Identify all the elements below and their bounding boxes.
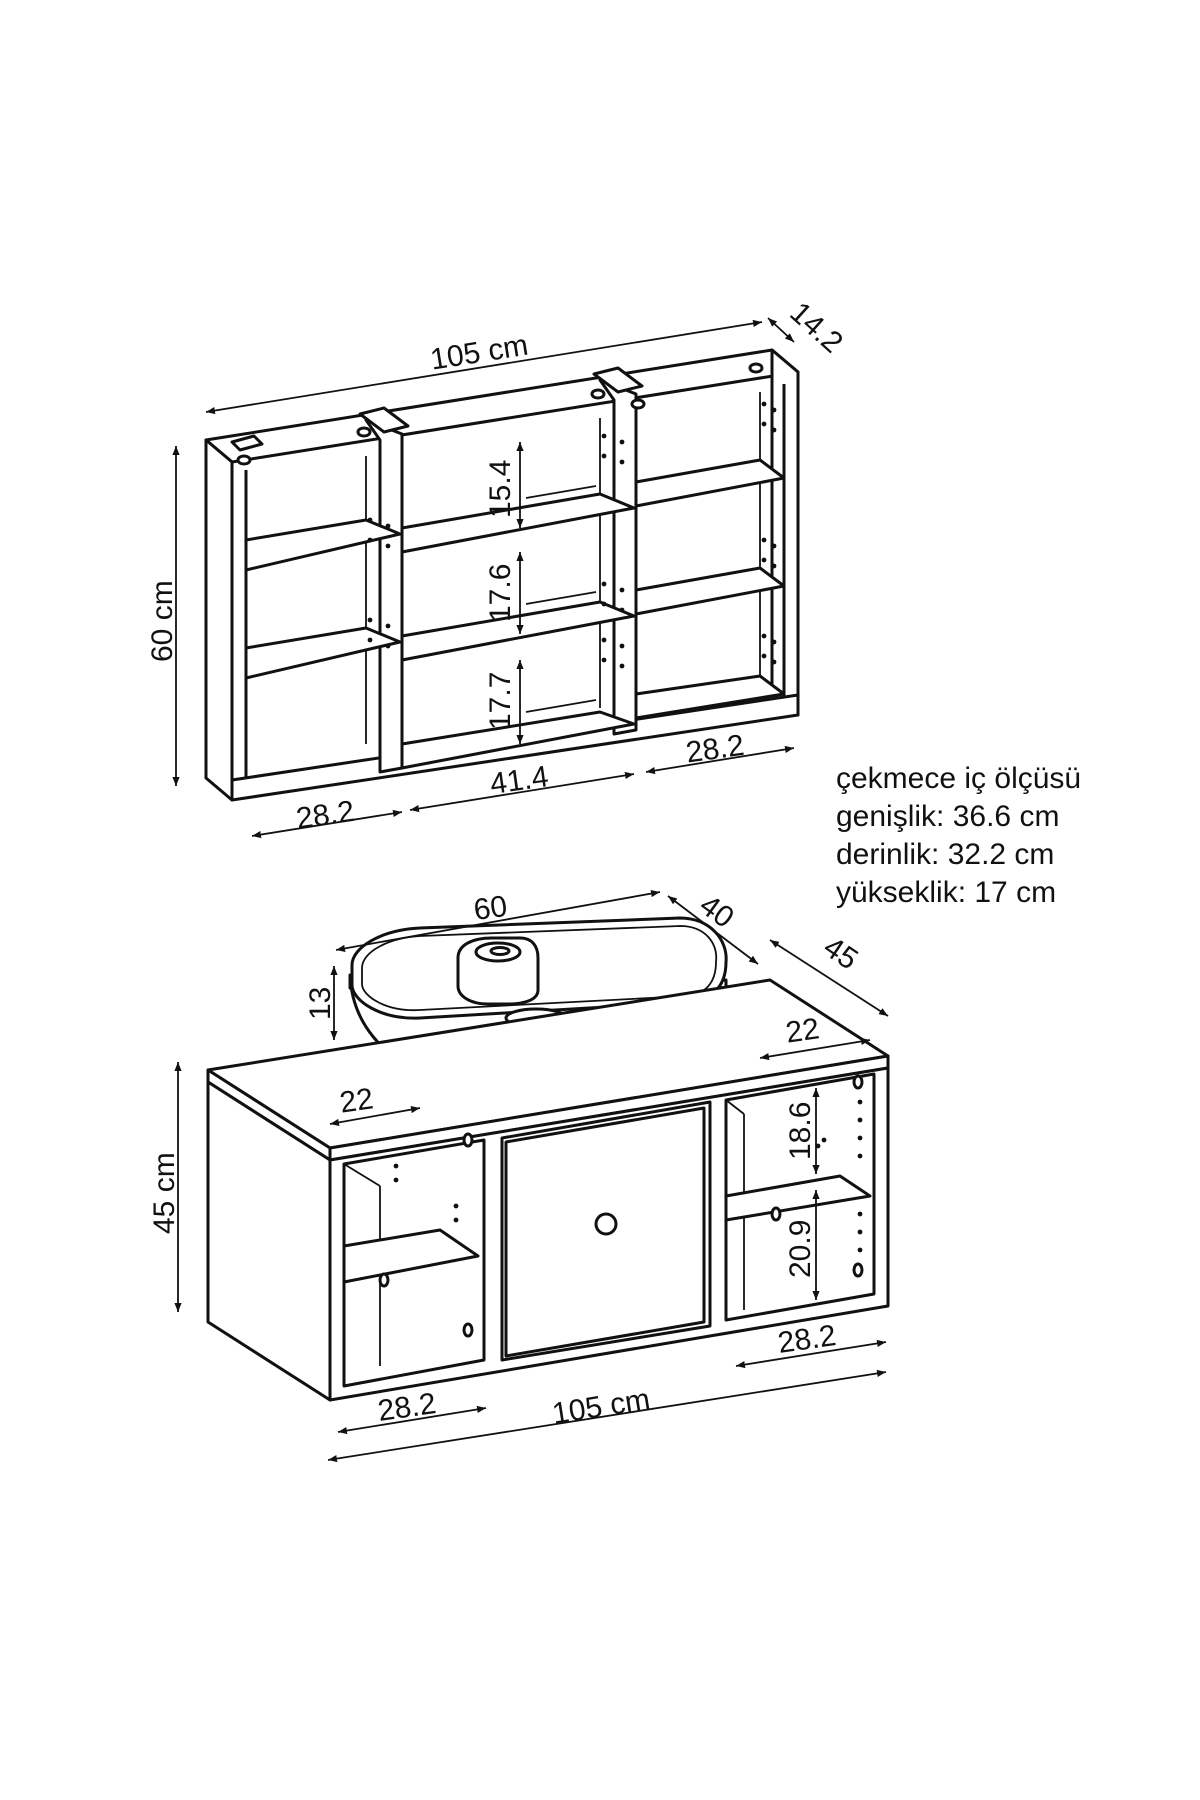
basin-width-dim (335, 890, 661, 952)
base-cabinet: 45 45 cm 22 22 18.6 20.9 28.2 28.2 105 c… (148, 930, 890, 1463)
cabinet-width-dim (327, 1369, 887, 1463)
wall-shelf-unit: 105 cm 14.2 60 cm 15.4 17.6 17.7 28.2 41… (146, 296, 849, 839)
peg-holes (367, 401, 777, 669)
right-width-label: 28.2 (776, 1319, 838, 1360)
basin-depth-dim (667, 895, 759, 965)
right-width-dim (735, 1339, 887, 1369)
right-upper-height-label: 18.6 (784, 1102, 817, 1160)
right-lower-height-label: 20.9 (784, 1220, 817, 1278)
col-width-label-1: 28.2 (294, 795, 356, 836)
shelf-width-label: 105 cm (428, 329, 530, 377)
row-height-label-1: 15.4 (484, 460, 517, 518)
drawer-note-depth: derinlik: 32.2 cm (836, 838, 1055, 871)
cabinet-height-label: 45 cm (148, 1152, 181, 1234)
col-width-dim-2 (409, 771, 635, 813)
col-width-label-3: 28.2 (684, 729, 746, 770)
right-shelf-depth-label: 22 (784, 1012, 822, 1049)
row-height-label-2: 17.6 (484, 564, 517, 622)
basin-width-label: 60 (472, 890, 510, 927)
drawer-note-width: genişlik: 36.6 cm (836, 800, 1060, 833)
drawer-note-title: çekmece iç ölçüsü (836, 762, 1082, 795)
col-width-dim-3 (645, 745, 795, 775)
shelf-width-dim (205, 319, 763, 415)
drawer-note-height: yükseklik: 17 cm (836, 876, 1057, 909)
col-width-dim-1 (251, 809, 403, 839)
shelf-height-label: 60 cm (146, 580, 179, 662)
cabinet-depth-dim (769, 939, 889, 1017)
drawer-knob (594, 1212, 618, 1236)
shelf-depth-label: 14.2 (783, 296, 848, 360)
left-width-label: 28.2 (376, 1387, 438, 1428)
left-shelf-depth-dim (329, 1106, 421, 1126)
shelf-depth-dim (767, 317, 795, 343)
basin-height-label: 13 (304, 987, 337, 1020)
right-shelf-depth-dim (759, 1037, 871, 1061)
cabinet-width-label: 105 cm (550, 1383, 652, 1431)
col-width-label-2: 41.4 (488, 760, 550, 801)
row-height-label-3: 17.7 (484, 672, 517, 730)
left-shelf-depth-label: 22 (338, 1082, 376, 1119)
cabinet-depth-label: 45 (817, 930, 863, 976)
drawer-inner-dimensions-note: çekmece iç ölçüsü genişlik: 36.6 cm deri… (836, 760, 1176, 912)
